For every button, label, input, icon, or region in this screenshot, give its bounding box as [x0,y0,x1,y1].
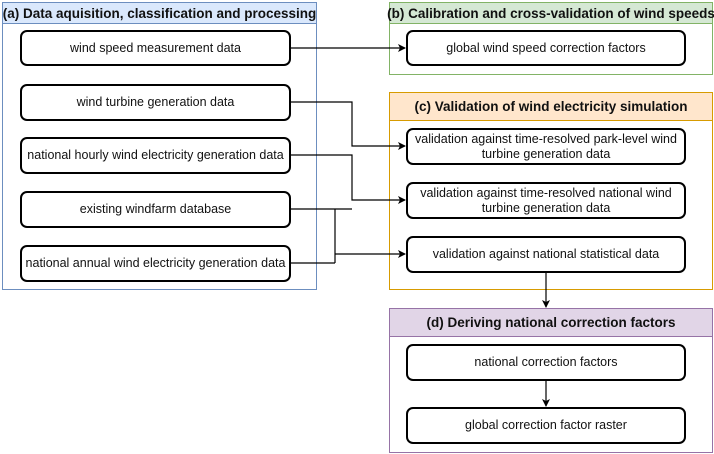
group-a-title: (a) Data aquisition, classification and … [3,3,316,24]
box-national-hourly: national hourly wind electricity generat… [20,137,291,174]
connector-turbine-generation [291,101,406,150]
box-validation-park-level: validation against time-resolved park-le… [406,128,686,165]
box-national-correction-factors: national correction factors [406,344,686,381]
box-wind-speed-measurement: wind speed measurement data [20,30,291,66]
group-d-title: (d) Deriving national correction factors [390,309,712,337]
box-validation-national-time-resolved: validation against time-resolved nationa… [406,182,686,219]
connector-national-annual [291,254,405,264]
group-b-title: (b) Calibration and cross-validation of … [387,3,714,24]
group-c-title: (c) Validation of wind electricity simul… [390,93,712,121]
box-wind-turbine-generation: wind turbine generation data [20,84,291,121]
connector-national-hourly [291,154,406,204]
box-global-wind-speed-correction: global wind speed correction factors [406,30,686,66]
box-validation-national-statistical: validation against national statistical … [406,236,686,273]
box-existing-windfarm-db: existing windfarm database [20,191,291,228]
box-national-annual: national annual wind electricity generat… [20,245,291,282]
box-global-correction-raster: global correction factor raster [406,407,686,444]
